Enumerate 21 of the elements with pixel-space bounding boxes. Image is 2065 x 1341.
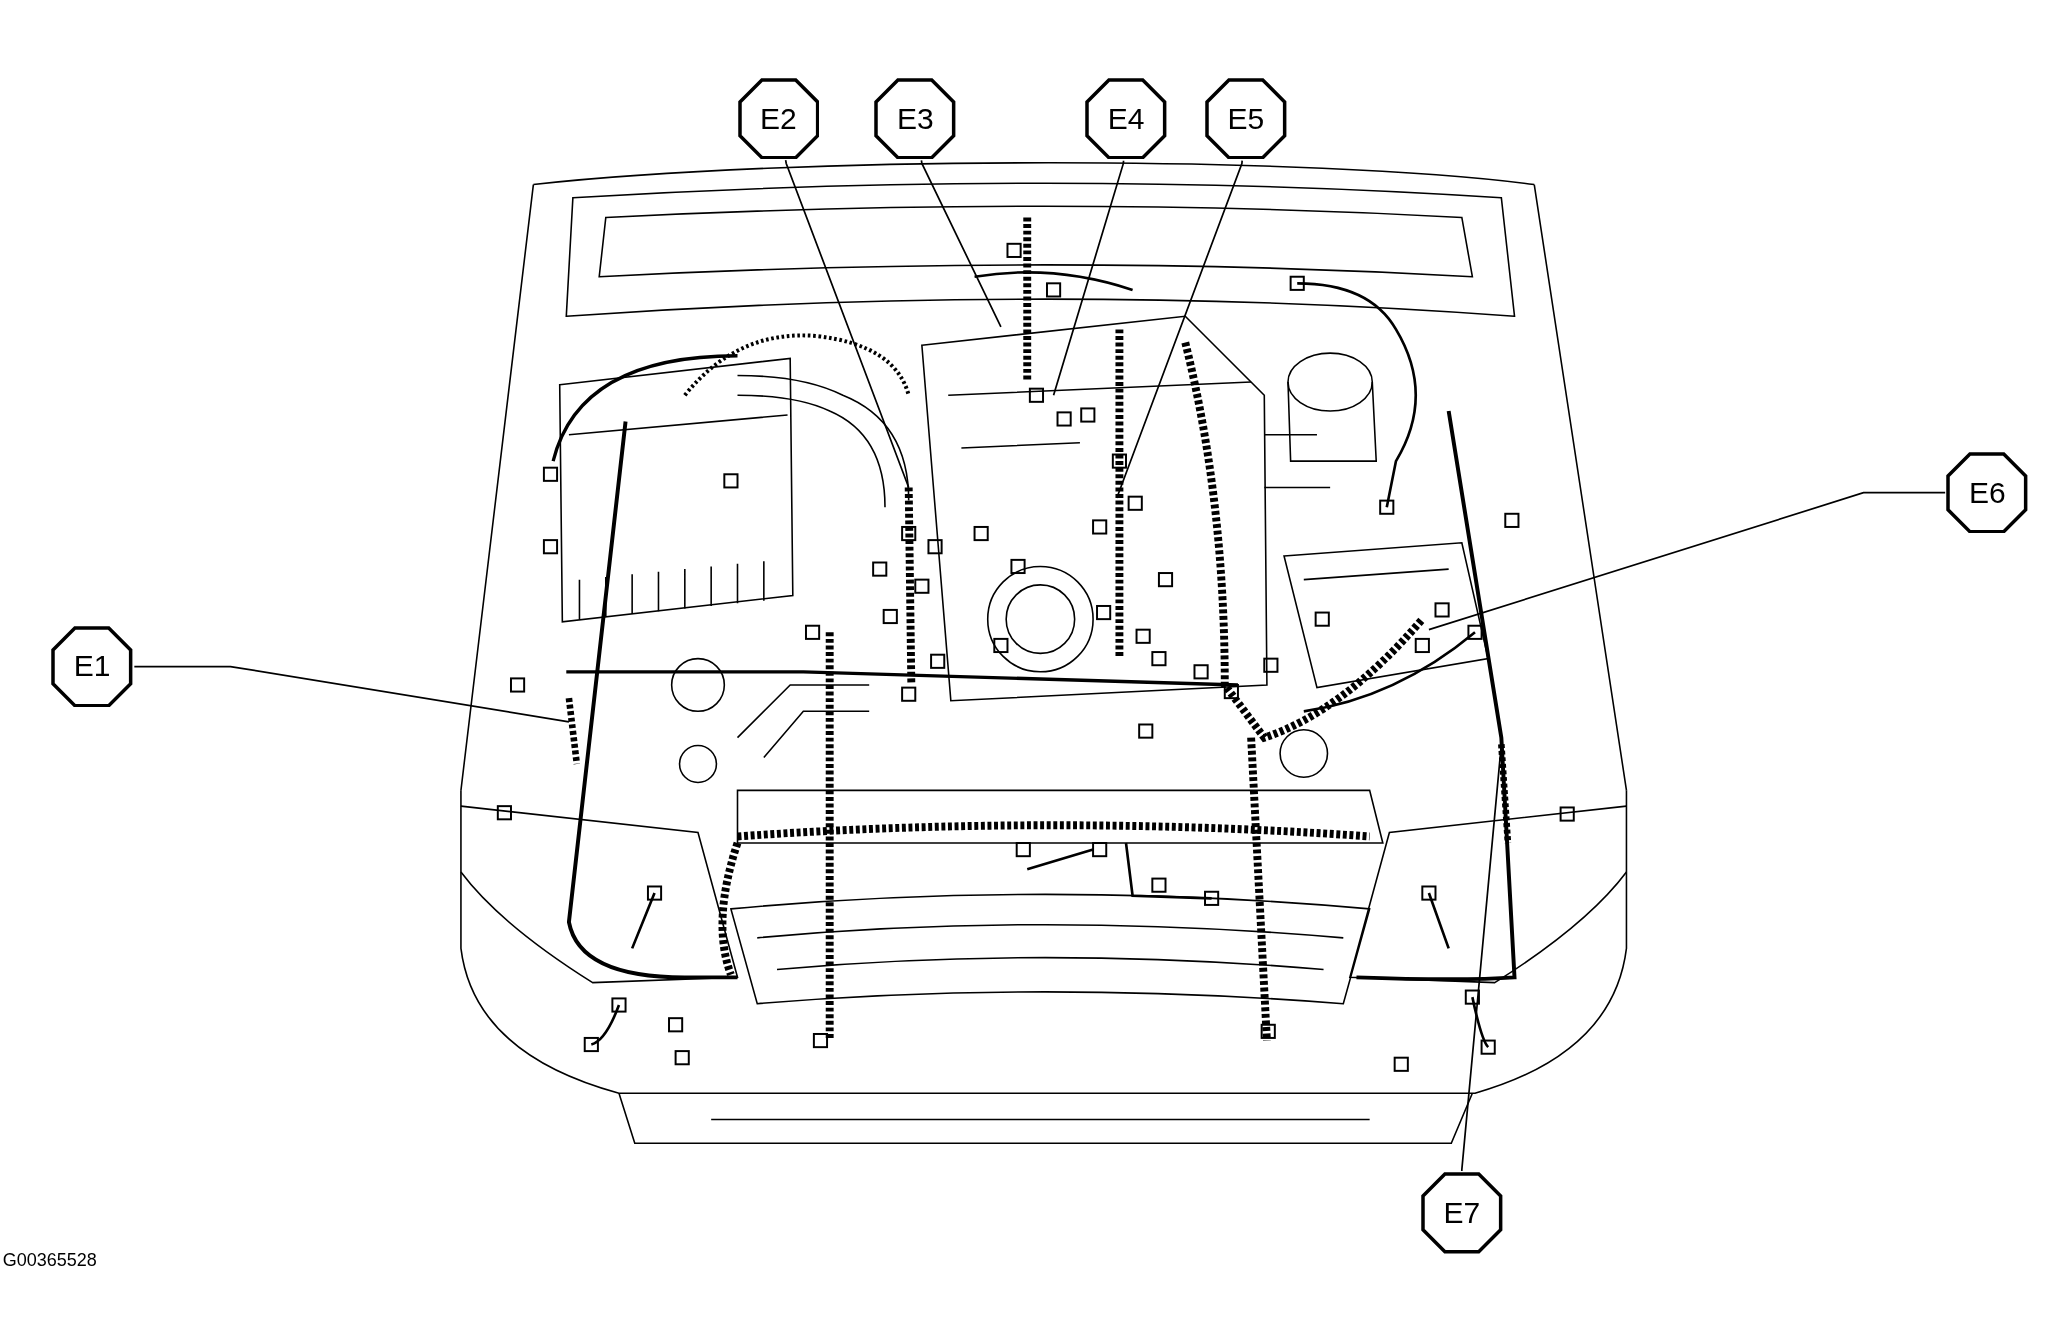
callout-octagon [1205, 77, 1287, 160]
callout-label: E2 [759, 103, 797, 134]
callout-label: E1 [73, 651, 111, 682]
callout-label: E4 [1107, 103, 1145, 134]
callout-octagon [874, 77, 957, 160]
leader-line [784, 159, 910, 489]
leader-line [1052, 159, 1125, 397]
callout-octagon [51, 625, 133, 708]
callout-label: E7 [1443, 1197, 1481, 1228]
leader-line [1428, 491, 1946, 631]
callout-octagon [1946, 451, 2029, 534]
callout-label: E3 [896, 103, 934, 134]
callout-octagon [1085, 77, 1167, 160]
leader-line [133, 665, 570, 723]
callout-octagon [1421, 1172, 1503, 1254]
figure-code: G00365528 [2, 1249, 97, 1273]
leader-line [1115, 159, 1243, 499]
callout-label: E6 [1968, 477, 2006, 508]
leader-line [920, 159, 1002, 328]
callout-octagon [737, 77, 820, 160]
callout-label: E5 [1227, 103, 1265, 134]
